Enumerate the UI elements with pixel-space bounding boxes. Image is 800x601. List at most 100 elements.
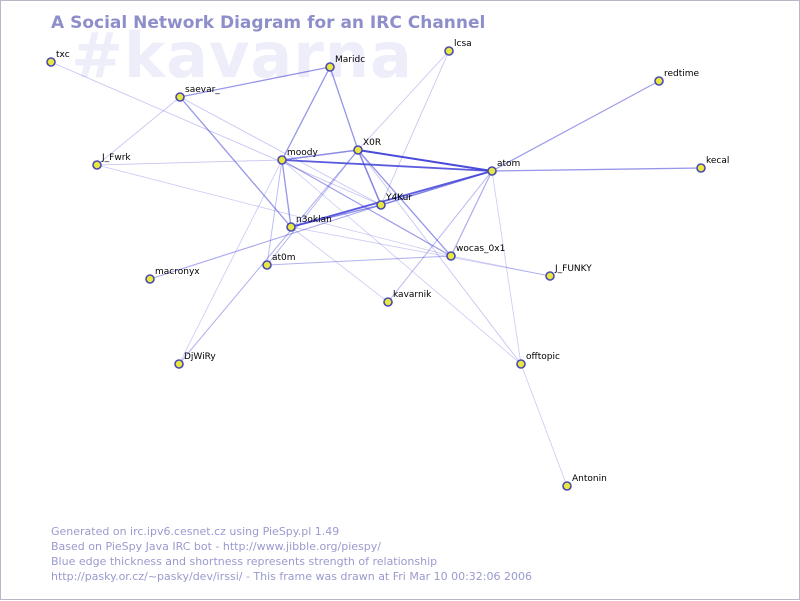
edge-saevar-maridc	[179, 66, 331, 98]
node-label-offtopic: offtopic	[526, 352, 560, 362]
node-label-jfwrk: J_Fwrk	[101, 153, 131, 163]
node-circle-offtopic	[516, 359, 526, 369]
edge-at0m-moody	[266, 159, 283, 266]
edge-y4kur-atom	[380, 170, 493, 206]
node-kecal: kecal	[696, 156, 729, 173]
node-label-antonin: Antonin	[572, 474, 607, 484]
node-circle-n3oklan	[286, 222, 296, 232]
node-lcsa: lcsa	[444, 39, 472, 56]
edge-moody-atom	[281, 159, 493, 172]
edge-jfwrk-moody	[96, 159, 283, 166]
node-label-redtime: redtime	[664, 69, 700, 79]
node-maridc: Maridc	[325, 55, 365, 72]
edge-saevar-jfwrk	[96, 96, 181, 166]
node-label-djwiry: DjWiRy	[184, 352, 216, 362]
node-x0r: X0R	[353, 138, 381, 155]
node-moody: moody	[277, 148, 318, 165]
edge-x0r-atom	[357, 148, 493, 173]
node-circle-antonin	[562, 481, 572, 491]
edge-saevar-n3oklan	[179, 96, 292, 228]
node-label-moody: moody	[287, 148, 318, 158]
node-label-txc: txc	[56, 50, 70, 60]
node-saevar: saevar_	[175, 85, 220, 102]
footer-notes: Generated on irc.ipv6.cesnet.cz using Pi…	[51, 524, 532, 584]
node-djwiry: DjWiRy	[174, 352, 216, 369]
node-circle-jfunky	[545, 271, 555, 281]
edge-txc-y4kur	[50, 61, 382, 206]
node-circle-redtime	[654, 76, 664, 86]
node-label-saevar: saevar_	[185, 85, 220, 95]
edge-offtopic-antonin	[520, 363, 568, 487]
edge-atom-kavarnik	[387, 170, 493, 303]
edge-lcsa-y4kur	[380, 50, 450, 206]
node-circle-txc	[46, 57, 56, 67]
edge-moody-x0r	[281, 149, 359, 161]
edge-atom-redtime	[491, 80, 660, 172]
node-circle-djwiry	[174, 359, 184, 369]
edge-x0r-offtopic	[357, 149, 522, 365]
node-txc: txc	[46, 50, 70, 67]
edge-wocas-jfunky	[450, 255, 551, 277]
node-circle-jfwrk	[92, 160, 102, 170]
node-redtime: redtime	[654, 69, 700, 86]
node-label-at0m: at0m	[272, 253, 296, 263]
node-circle-y4kur	[376, 200, 386, 210]
node-label-wocas: wocas_0x1	[456, 244, 505, 254]
edge-moody-djwiry	[178, 159, 283, 365]
node-circle-kecal	[696, 163, 706, 173]
node-label-kecal: kecal	[706, 156, 729, 166]
edge-n3oklan-y4kur	[290, 204, 382, 228]
node-label-atom: atom	[497, 159, 520, 169]
channel-watermark: #kavarna	[71, 19, 413, 92]
node-wocas: wocas_0x1	[446, 244, 505, 261]
node-at0m: at0m	[262, 253, 296, 270]
node-label-jfunky: J_FUNKY	[554, 264, 592, 274]
edge-lcsa-x0r	[357, 50, 450, 151]
node-macronyx: macronyx	[145, 267, 200, 284]
edge-n3oklan-atom	[290, 170, 493, 228]
edge-atom-offtopic	[491, 170, 522, 365]
edge-djwiry-x0r	[178, 149, 359, 365]
node-jfunky: J_FUNKY	[545, 264, 592, 281]
node-jfwrk: J_Fwrk	[92, 153, 131, 170]
node-atom: atom	[487, 159, 520, 176]
node-offtopic: offtopic	[516, 352, 560, 369]
footer-line-generated: Generated on irc.ipv6.cesnet.cz using Pi…	[51, 525, 340, 538]
edge-at0m-x0r	[266, 149, 359, 266]
node-circle-moody	[277, 155, 287, 165]
footer-line-based-on: Based on PieSpy Java IRC bot - http://ww…	[51, 540, 381, 553]
node-n3oklan: n3oklan	[286, 215, 332, 232]
node-label-macronyx: macronyx	[155, 267, 200, 277]
node-circle-lcsa	[444, 46, 454, 56]
edge-jfwrk-wocas	[96, 164, 452, 257]
edge-n3oklan-jfunky	[290, 226, 551, 277]
node-label-n3oklan: n3oklan	[296, 215, 332, 225]
edge-moody-wocas	[281, 159, 452, 257]
diagram-title: A Social Network Diagram for an IRC Chan…	[51, 13, 486, 33]
node-label-kavarnik: kavarnik	[393, 290, 432, 300]
edge-macronyx-y4kur	[149, 204, 382, 280]
edge-at0m-wocas	[266, 255, 452, 266]
node-label-y4kur: Y4Kur	[385, 193, 412, 203]
edge-n3oklan-kavarnik	[290, 226, 389, 303]
node-kavarnik: kavarnik	[383, 290, 432, 307]
edge-moody-n3oklan	[281, 159, 292, 228]
node-circle-saevar	[175, 92, 185, 102]
footer-line-drawn-at: http://pasky.or.cz/~pasky/dev/irssi/ - T…	[51, 570, 532, 583]
node-label-x0r: X0R	[363, 138, 381, 148]
node-circle-macronyx	[145, 274, 155, 284]
edge-atom-wocas	[450, 170, 493, 257]
edges-layer	[50, 50, 702, 487]
edge-atom-kecal	[491, 167, 702, 172]
edge-x0r-y4kur	[357, 149, 382, 206]
node-circle-atom	[487, 166, 497, 176]
node-circle-wocas	[446, 251, 456, 261]
node-circle-x0r	[353, 145, 363, 155]
node-circle-at0m	[262, 260, 272, 270]
node-y4kur: Y4Kur	[376, 193, 412, 210]
node-label-lcsa: lcsa	[454, 39, 472, 49]
edge-maridc-x0r	[329, 66, 359, 151]
node-label-maridc: Maridc	[335, 55, 365, 65]
